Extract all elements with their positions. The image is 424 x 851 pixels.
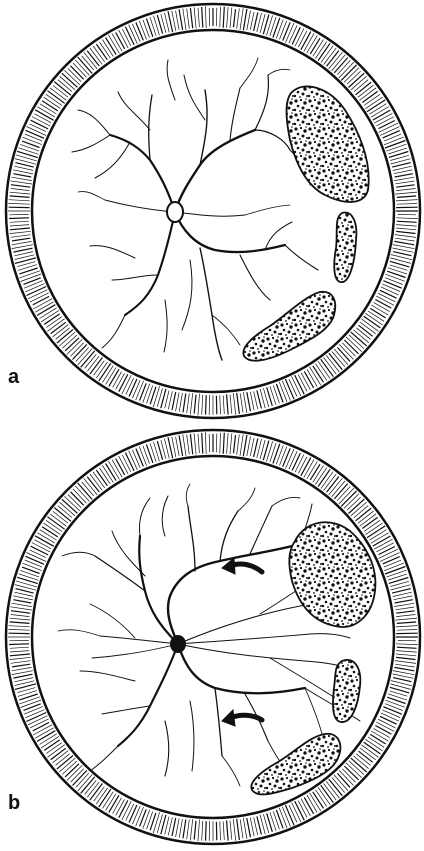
fundus-drawing-b: [0, 426, 424, 851]
peripheral-ring: [6, 4, 420, 418]
peripheral-ring: [6, 430, 420, 844]
fundus-drawing-a: [0, 0, 424, 425]
fundus-panel-b: b: [0, 426, 424, 851]
panel-label-b: b: [8, 792, 20, 815]
panel-label-a: a: [8, 366, 19, 389]
fundus-panel-a: a: [0, 0, 424, 425]
optic-disc-icon: [171, 636, 185, 652]
optic-disc-icon: [167, 202, 183, 222]
